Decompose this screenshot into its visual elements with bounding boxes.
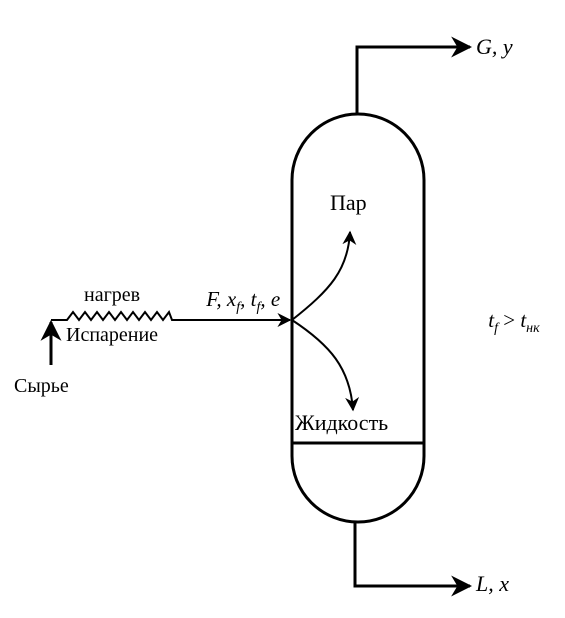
vapor-flow-arrow — [291, 230, 357, 321]
feed-label: Сырье — [14, 375, 69, 397]
feed-line — [51, 309, 292, 327]
heating-label: нагрев — [84, 284, 140, 306]
vaporized-fraction-symbol: e — [271, 287, 280, 311]
vapor-product-label: G, y — [476, 34, 513, 59]
feed-temperature-symbol: t — [251, 287, 258, 311]
liquid-product-label: L, x — [475, 571, 509, 596]
separator-vessel — [290, 112, 426, 524]
vapor-label: Пар — [330, 190, 367, 215]
feed-params-label: F, xf, tf, e — [180, 287, 296, 315]
evaporation-label: Испарение — [66, 324, 158, 346]
feed-composition-symbol: x — [226, 287, 237, 311]
temperature-condition-label: tf > tнк — [462, 308, 555, 337]
vapor-outlet-line — [355, 36, 473, 113]
liquid-outlet-line — [353, 522, 473, 597]
liquid-flow-arrow — [291, 319, 360, 412]
feed-flow-symbol: F — [205, 287, 219, 311]
liquid-label: Жидкость — [295, 410, 388, 435]
